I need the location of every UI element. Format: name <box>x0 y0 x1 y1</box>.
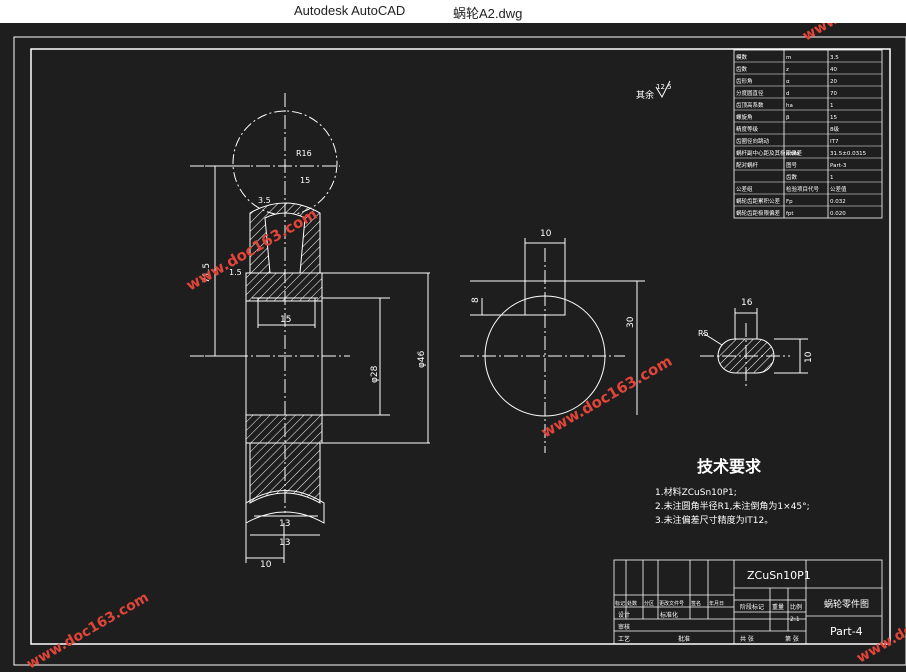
params-cell: 分度圆直径 <box>736 89 764 97</box>
dim-flange: 1.5 <box>229 268 242 277</box>
cad-drawing: 模数 m 3.5 齿数 z 40 齿形角 α 20 分度圆直径 d 70 齿顶高系数 ha 1 螺旋角 β 15 精… <box>13 23 906 672</box>
params-cell: 15 <box>830 115 837 121</box>
dim-radius: R16 <box>296 149 312 158</box>
params-cell: 齿数 <box>736 65 748 73</box>
dim-hub-width: 15 <box>280 315 291 325</box>
dim-left-height: 71.5 <box>202 263 212 283</box>
tb-header-cell: 年月日 <box>709 600 724 607</box>
watermark-4: www.doc163.com <box>24 589 152 672</box>
dim-key-depth: 8 <box>471 297 481 303</box>
tb-header-cell: 标记 <box>615 600 625 607</box>
params-cell: 精度等级 <box>736 125 759 133</box>
outer-border <box>13 36 906 666</box>
params-cell: Part-3 <box>830 163 847 169</box>
dim-slot-r: R5 <box>698 329 709 338</box>
params-cell: 8级 <box>830 125 839 133</box>
params-cell: 40 <box>830 67 837 73</box>
params-cell: 蜗杆副中心距及其极限偏差 <box>736 149 803 157</box>
slot-section <box>700 308 808 388</box>
tb-header-cell: 更改文件号 <box>659 600 684 607</box>
tb-approve: 批准 <box>678 635 690 643</box>
inner-border <box>30 48 891 645</box>
params-cell: Fp <box>786 199 793 205</box>
tech-req-item-1: 1.材料ZCuSn10P1; <box>655 486 737 498</box>
roughness-value: 12.5 <box>656 83 672 91</box>
params-cell: d <box>786 91 790 97</box>
params-cell: 公差组 <box>736 185 753 193</box>
params-cell: 1 <box>830 175 834 181</box>
file-tab[interactable]: 蜗轮A2.dwg <box>453 6 523 21</box>
tb-scale: 2:1 <box>790 616 800 623</box>
params-cell: 20 <box>830 79 837 85</box>
tech-req-item-2: 2.未注圆角半径R1,未注倒角为1×45°; <box>655 500 810 512</box>
dim-small-3: 3.5 <box>258 196 271 205</box>
tb-header-cell: 签名 <box>691 600 701 607</box>
dim-bottom-13a: 13 <box>279 519 290 529</box>
tb-standard: 标准化 <box>660 611 678 619</box>
params-cell: α <box>786 79 790 85</box>
dim-key-width: 10 <box>540 229 552 239</box>
params-cell: 1 <box>830 103 834 109</box>
dim-bottom-13b: 13 <box>279 538 290 548</box>
tb-sheets: 共 张 <box>740 635 754 643</box>
params-cell: 图号 <box>786 161 798 169</box>
params-cell: z <box>786 67 789 73</box>
params-cell: 0.032 <box>830 199 846 205</box>
tb-design: 设计 <box>618 611 630 619</box>
tb-ratio: 比例 <box>790 603 802 611</box>
params-cell: 70 <box>830 91 837 97</box>
tech-req-item-3: 3.未注偏差尺寸精度为IT12。 <box>655 514 773 526</box>
tb-material: ZCuSn10P1 <box>747 569 811 582</box>
dim-slot-10: 10 <box>804 351 814 363</box>
dim-angle: 15 <box>300 176 310 185</box>
watermark-3: www.doc163.com <box>800 23 906 44</box>
tb-stage-mark: 阶段标记 <box>740 603 764 611</box>
tb-craft: 工艺 <box>618 635 630 643</box>
app-name: Autodesk AutoCAD <box>294 3 406 18</box>
params-cell: a±fa <box>786 151 799 157</box>
params-cell: 0.020 <box>830 211 846 217</box>
tb-header-cell: 处数 <box>627 600 637 607</box>
tb-part-name: 蜗轮零件图 <box>824 598 869 610</box>
dim-bore-dia: φ28 <box>370 365 380 383</box>
params-cell: 配对蜗杆 <box>736 161 759 169</box>
main-section-view <box>190 93 430 563</box>
params-cell: 模数 <box>736 53 748 61</box>
drawing-canvas[interactable]: 模数 m 3.5 齿数 z 40 齿形角 α 20 分度圆直径 d 70 齿顶高系数 ha 1 螺旋角 β 15 精… <box>0 23 906 672</box>
params-cell: 齿圈径向跳动 <box>736 137 770 145</box>
tb-weight: 重量 <box>772 603 784 611</box>
title-bar: Autodesk AutoCAD 蜗轮A2.dwg <box>0 0 906 23</box>
params-cell: 公差值 <box>830 185 847 193</box>
keyway-view <box>460 238 645 453</box>
params-cell: fpt <box>786 211 794 217</box>
params-cell: ha <box>786 103 793 109</box>
params-cell: 31.5±0.0315 <box>830 151 867 157</box>
tech-req-title: 技术要求 <box>697 457 762 476</box>
dim-slot-16: 16 <box>741 298 753 308</box>
params-cell: m <box>786 55 791 61</box>
dim-bottom-10: 10 <box>260 560 272 570</box>
tb-sheet-no: 第 张 <box>785 635 799 643</box>
tb-audit: 审核 <box>618 623 630 631</box>
title-block <box>613 559 883 645</box>
params-cell: 螺旋角 <box>736 113 753 121</box>
roughness-note: 其余 <box>636 89 654 101</box>
dim-key-height: 30 <box>626 316 636 328</box>
params-cell: 蜗轮齿距累积公差 <box>736 197 781 205</box>
params-cell: IT7 <box>830 139 839 145</box>
roughness-symbol-icon <box>655 80 671 99</box>
dim-outer-dia: φ46 <box>417 350 427 368</box>
tb-header-cell: 分区 <box>644 600 654 607</box>
tb-header-cells: 标记处数分区更改文件号签名 年月日 <box>615 600 724 607</box>
params-cell: 蜗轮齿距极限偏差 <box>736 209 781 217</box>
params-table-rows: 模数 m 3.5 齿数 z 40 齿形角 α 20 分度圆直径 d 70 齿顶高系数 ha 1 螺旋角 β 15 精… <box>734 53 882 217</box>
tb-drawing-no: Part-4 <box>830 625 863 638</box>
watermark-2: www.doc163.com <box>538 352 675 442</box>
params-cell: 3.5 <box>830 55 839 61</box>
params-cell: 检验项目代号 <box>786 185 820 193</box>
params-cell: 齿数 <box>786 173 798 181</box>
params-cell: 齿形角 <box>736 77 753 85</box>
params-cell: 齿顶高系数 <box>736 101 764 109</box>
params-cell: β <box>786 115 790 121</box>
